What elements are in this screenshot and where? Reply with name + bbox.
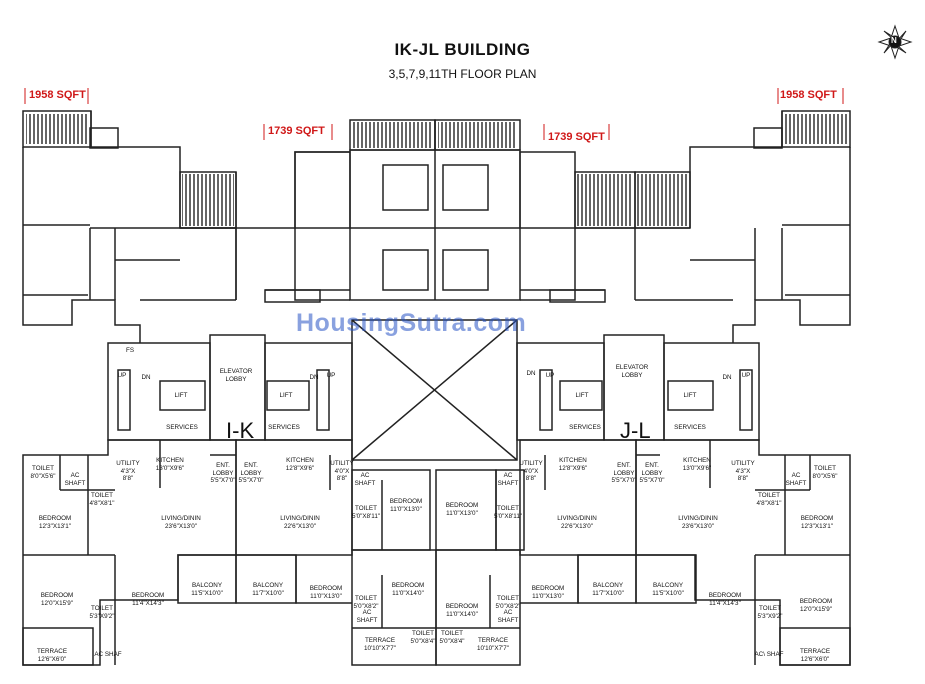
room-label-m2-terrace: TERRACE 10'10"X7'7": [476, 637, 510, 652]
stair-down-label: DN: [722, 374, 732, 381]
room-label-r-balcony: BALCONY 11'5"X10'0": [652, 582, 684, 597]
room-label-l-ac-1: AC SHAFT: [64, 472, 86, 487]
lower-right: [519, 439, 851, 666]
room-label-m1-kitchen: KITCHEN 12'8"X9'6": [285, 457, 315, 472]
room-label-m1-toilet-2: TOILET 5'0"X8'2": [353, 595, 379, 610]
lift-label: LIFT: [575, 392, 589, 399]
room-label-m2-ac-2: AC SHAFT: [497, 609, 519, 624]
room-label-m1-bedroom-1: BEDROOM 11'0"X13'0": [389, 498, 423, 513]
services-label: SERVICES: [268, 424, 300, 431]
room-label-m2-living: LIVING/DININ 22'6"X13'0": [557, 515, 597, 530]
room-label-m2-bedroom-2: BEDROOM 11'0"X14'0": [445, 603, 479, 618]
room-label-m2-balcony: BALCONY 11'7"X10'0": [592, 582, 624, 597]
room-label-m1-ac-2: AC SHAFT: [356, 609, 378, 624]
services-label: SERVICES: [569, 424, 601, 431]
room-label-m2-ac: AC SHAFT: [497, 472, 519, 487]
lift-label: LIFT: [174, 392, 188, 399]
left-unit: [22, 110, 237, 343]
stair-down-label: DN: [526, 370, 536, 377]
stair-up-label: UP: [741, 372, 751, 379]
room-label-l-toilet-2: TOILET 4'8"X8'1": [89, 492, 115, 507]
centre-top: [349, 119, 521, 301]
lower-left: [22, 439, 353, 666]
room-label-r-living: LIVING/DININ 23'6"X13'0": [678, 515, 718, 530]
room-label-m2-toilet-1: TOILET 5'0"X8'11": [493, 505, 523, 520]
watermark: HousingSutra.com: [296, 309, 527, 337]
room-label-r-ac-1: AC SHAFT: [785, 472, 807, 487]
stair-up-label: UP: [326, 372, 336, 379]
services-label: SERVICES: [166, 424, 198, 431]
elevator-lobby-right: ELEVATOR LOBBY: [615, 364, 649, 379]
room-label-l-bedroom-3: BEDROOM 11'4"X14'3": [131, 592, 165, 607]
area-label-left-inner: 1739 SQFT: [268, 125, 325, 137]
room-label-l-balcony-1: BALCONY 11'5"X10'0": [191, 582, 223, 597]
room-label-m1-terrace: TERRACE 10'10"X7'7": [363, 637, 397, 652]
compass-rose: [877, 24, 913, 60]
room-label-l-bedroom-1: BEDROOM 12'3"X13'1": [38, 515, 72, 530]
room-label-m1-bedroom-3: BEDROOM 11'0"X14'0": [391, 582, 425, 597]
room-label-m1-utility: UTILITY 4'0"X 8'8": [330, 460, 354, 482]
wing-label-right: J-L: [620, 418, 651, 443]
room-label-r-kitchen: KITCHEN 13'0"X9'6": [682, 457, 712, 472]
area-markers: [24, 88, 844, 140]
room-label-m1-ac: AC SHAFT: [354, 472, 376, 487]
room-label-m1-bedroom-2: BEDROOM 11'0"X13'0": [309, 585, 343, 600]
room-label-l-living: LIVING/DININ 23'6"X13'0": [161, 515, 201, 530]
room-label-r-utility: UTILITY 4'3"X 8'8": [731, 460, 755, 482]
room-label-r-toilet-2: TOILET 4'8"X8'1": [756, 492, 782, 507]
room-label-m1-living: LIVING/DININ 22'6"X13'0": [280, 515, 320, 530]
area-label-right-outer: 1958 SQFT: [780, 89, 837, 101]
room-label-m2-bedroom-1: BEDROOM 11'0"X13'0": [445, 502, 479, 517]
lift-label: LIFT: [279, 392, 293, 399]
stair-up-label: UP: [545, 372, 555, 379]
room-label-m1-ent-lobby: ENT. LOBBY 5'5"X7'0": [238, 462, 264, 484]
room-label-l-ac-2: AC SHAF: [94, 651, 122, 658]
room-label-m1-balcony: BALCONY 11'7"X10'0": [252, 582, 284, 597]
room-label-l-toilet-3: TOILET 5'3"X9'2": [89, 605, 115, 620]
room-label-m2-bedroom-3: BEDROOM 11'0"X13'0": [531, 585, 565, 600]
room-label-m2-kitchen: KITCHEN 12'8"X9'6": [558, 457, 588, 472]
room-label-m1-toilet-1: TOILET 5'0"X8'11": [351, 505, 381, 520]
room-label-l-bedroom-2: BEDROOM 12'0"X15'9": [40, 592, 74, 607]
lift-label: LIFT: [683, 392, 697, 399]
plan-subtitle: 3,5,7,9,11TH FLOOR PLAN: [388, 67, 537, 81]
room-label-r-terrace: TERRACE 12'6"X6'0": [799, 648, 831, 663]
room-label-l-ent-lobby: ENT. LOBBY 5'5"X7'0": [210, 462, 236, 484]
compass-north-label: N: [891, 36, 897, 45]
room-label-r-toilet-1: TOILET 8'0"X5'6": [812, 465, 838, 480]
lower-centre: [351, 469, 525, 666]
wing-label-left: I-K: [226, 418, 255, 443]
plan-title: IK-JL BUILDING: [394, 40, 531, 59]
stair-down-label: DN: [309, 374, 319, 381]
stair-down-label: DN: [141, 374, 151, 381]
room-label-r-bedroom-3: BEDROOM 12'0"X15'9": [799, 598, 833, 613]
room-label-r-ent-lobby: ENT. LOBBY 5'5"X7'0": [639, 462, 665, 484]
room-label-m2-toilet-3: TOILET 5'0"X8'4": [439, 630, 465, 645]
area-label-right-inner: 1739 SQFT: [548, 131, 605, 143]
room-label-l-terrace: TERRACE 12'6"X6'0": [36, 648, 68, 663]
fire-shaft-label: FS: [125, 347, 135, 354]
room-label-l-toilet-1: TOILET 8'0"X5'6": [30, 465, 56, 480]
room-label-m2-toilet-2: TOILET 5'0"X8'2": [495, 595, 521, 610]
room-label-r-bedroom-1: BEDROOM 12'3"X13'1": [800, 515, 834, 530]
area-label-left-outer: 1958 SQFT: [29, 89, 86, 101]
central-core: [107, 319, 760, 461]
room-label-r-ac-2: AC\ SHAF: [754, 651, 784, 658]
room-label-m2-utility: UTILITY 4'0"X 8'8": [519, 460, 543, 482]
room-label-m1-toilet-3: TOILET 5'0"X8'4": [410, 630, 436, 645]
right-inner-unit: [519, 151, 636, 303]
room-label-l-utility: UTILITY 4'3"X 8'8": [116, 460, 140, 482]
room-label-m2-ent-lobby: ENT. LOBBY 5'5"X7'0": [611, 462, 637, 484]
services-label: SERVICES: [674, 424, 706, 431]
left-inner-unit: [235, 151, 351, 303]
right-unit: [634, 110, 851, 343]
room-label-r-toilet-3: TOILET 5'3"X9'2": [757, 605, 783, 620]
room-label-l-kitchen: KITCHEN 13'0"X9'6": [155, 457, 185, 472]
stair-up-label: UP: [117, 372, 127, 379]
room-label-r-bedroom-2: BEDROOM 11'4"X14'3": [708, 592, 742, 607]
elevator-lobby-left: ELEVATOR LOBBY: [219, 368, 253, 383]
